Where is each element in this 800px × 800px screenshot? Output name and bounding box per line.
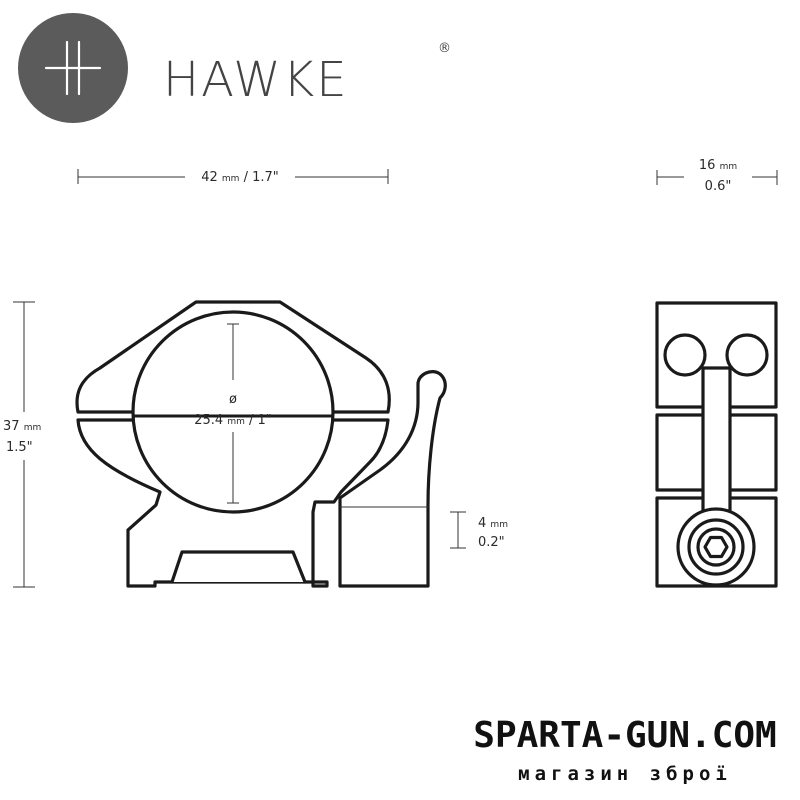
side-width-value: 16 (699, 158, 716, 173)
diameter-imperial: / 1" (249, 413, 272, 428)
svg-text:25.4 mm / 1": 25.4 mm / 1" (194, 413, 272, 428)
rail-slot (170, 550, 307, 584)
base-value: 4 (478, 516, 486, 531)
shop-tagline: магазин зброї (518, 763, 732, 785)
dimension-side-width: 16 mm 0.6" (656, 158, 778, 194)
side-bolt-hole-left (663, 333, 707, 377)
shop-watermark: SPARTA-GUN.COM магазин зброї (473, 715, 776, 785)
shop-name: SPARTA-GUN.COM (473, 715, 776, 756)
height-value: 37 (3, 419, 20, 434)
base-unit: mm (490, 520, 508, 530)
front-width-imperial: / 1.7" (244, 170, 279, 185)
registered-mark: ® (438, 41, 451, 56)
diameter-value: 25.4 (194, 413, 223, 428)
diameter-symbol: ø (229, 392, 237, 407)
front-view-mount: ø 25.4 mm / 1" (75, 300, 447, 588)
svg-text:42 mm / 1.7": 42 mm / 1.7" (201, 170, 279, 185)
hex-socket-icon (703, 535, 729, 559)
brand-name: HAWKE (163, 52, 349, 108)
front-width-value: 42 (201, 170, 218, 185)
side-width-imperial: 0.6" (705, 179, 732, 194)
side-view-mount (655, 301, 778, 588)
scope-tube-circle (131, 310, 335, 514)
diameter-unit: mm (227, 417, 245, 427)
height-imperial: 1.5" (6, 440, 33, 455)
crosshair-icon (44, 40, 102, 96)
dimension-base: 4 mm 0.2" (450, 511, 508, 550)
side-top-block (655, 301, 778, 409)
svg-text:37 mm: 37 mm (3, 419, 41, 434)
height-unit: mm (24, 423, 42, 433)
side-bolt-hole-right (725, 333, 769, 377)
clamp-lever (338, 370, 447, 588)
side-lever-arm (701, 366, 732, 522)
dimension-front-width: 42 mm / 1.7" (77, 169, 389, 185)
base-imperial: 0.2" (478, 535, 505, 550)
svg-text:16 mm: 16 mm (699, 158, 737, 173)
dimension-height: 37 mm 1.5" (3, 301, 41, 588)
front-width-unit: mm (222, 174, 240, 184)
side-width-unit: mm (720, 162, 738, 172)
svg-text:4 mm: 4 mm (478, 516, 508, 531)
hawke-logo: HAWKE ® (18, 13, 451, 123)
